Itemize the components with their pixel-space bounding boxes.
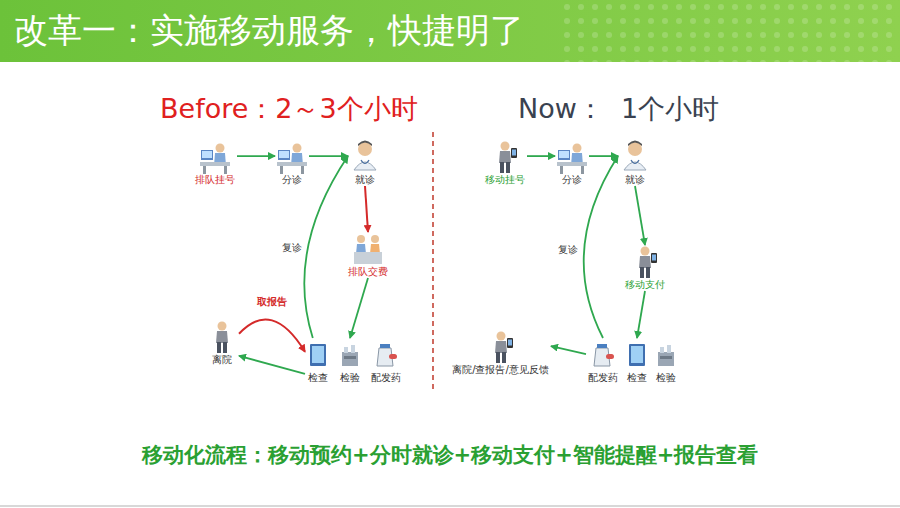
flow-arrow [551,346,586,354]
flow-arrow [239,356,305,374]
flow-step: 排队挂号 [193,140,237,186]
step-label: 移动支付 [625,279,665,291]
flow-step: 分诊 [275,140,309,186]
node-icon [490,140,520,174]
node-icon [654,338,678,372]
node-icon [338,338,362,372]
bottom-rule [0,505,900,507]
flow-step: 分诊 [555,140,589,186]
flow-step: 移动支付 [623,245,667,291]
step-label: 排队交费 [348,266,388,278]
flow-arrow [304,156,348,338]
flow-step: 检验 [652,338,680,384]
flow-arrow [239,319,305,351]
flow-arrow [584,156,618,338]
arrow-label: 复诊 [556,244,580,256]
step-label: 就诊 [355,174,375,186]
flow-arrow [350,278,368,338]
step-label: 排队挂号 [195,174,235,186]
step-label: 离院/查报告/意见反馈 [452,364,549,376]
flow-arrow [637,291,645,338]
divider-line [432,132,434,392]
flow-step: 配发药 [586,338,620,384]
flow-step: 离院/查报告/意见反馈 [450,330,551,376]
flow-arrow [365,186,368,232]
step-label: 配发药 [588,372,618,384]
step-label: 离院 [212,354,232,366]
flow-step: 就诊 [348,140,382,186]
step-label: 移动挂号 [485,174,525,186]
step-label: 就诊 [625,174,645,186]
arrow-label: 复诊 [280,242,304,254]
flow-arrow [589,155,618,157]
node-icon [353,232,383,266]
flow-arrow [237,155,275,157]
step-label: 检查 [308,372,328,384]
section-heading: Before：2～3个小时 [160,92,418,126]
node-icon [486,330,516,364]
flow-step: 排队交费 [346,232,390,278]
flow-step: 移动挂号 [483,140,527,186]
title-text: 改革一：实施移动服务，快捷明了 [14,9,524,51]
node-icon [277,140,307,174]
flow-arrow [635,186,645,245]
node-icon [630,245,660,279]
step-label: 分诊 [562,174,582,186]
flow-step: 检查 [624,338,650,384]
flow-arrow [309,155,348,157]
node-icon [373,338,399,372]
node-icon [626,338,648,372]
step-label: 检验 [340,372,360,384]
flow-step: 配发药 [369,338,403,384]
node-icon [590,338,616,372]
step-label: 检验 [656,372,676,384]
step-label: 配发药 [371,372,401,384]
node-icon [207,320,237,354]
step-label: 分诊 [282,174,302,186]
section-heading: Now： 1个小时 [518,92,719,126]
flow-step: 离院 [205,320,239,366]
node-icon [200,140,230,174]
node-icon [350,140,380,174]
flow-step: 检验 [336,338,364,384]
title-bar [0,0,900,62]
node-icon [557,140,587,174]
title-pattern [560,0,900,62]
flow-arrow [527,155,555,157]
flow-step: 检查 [305,338,331,384]
step-label: 检查 [627,372,647,384]
node-icon [620,140,650,174]
caption-text: 移动化流程：移动预约+分时就诊+移动支付+智能提醒+报告查看 [142,441,758,469]
flow-step: 就诊 [618,140,652,186]
arrow-label: 取报告 [255,296,289,308]
node-icon [307,338,329,372]
